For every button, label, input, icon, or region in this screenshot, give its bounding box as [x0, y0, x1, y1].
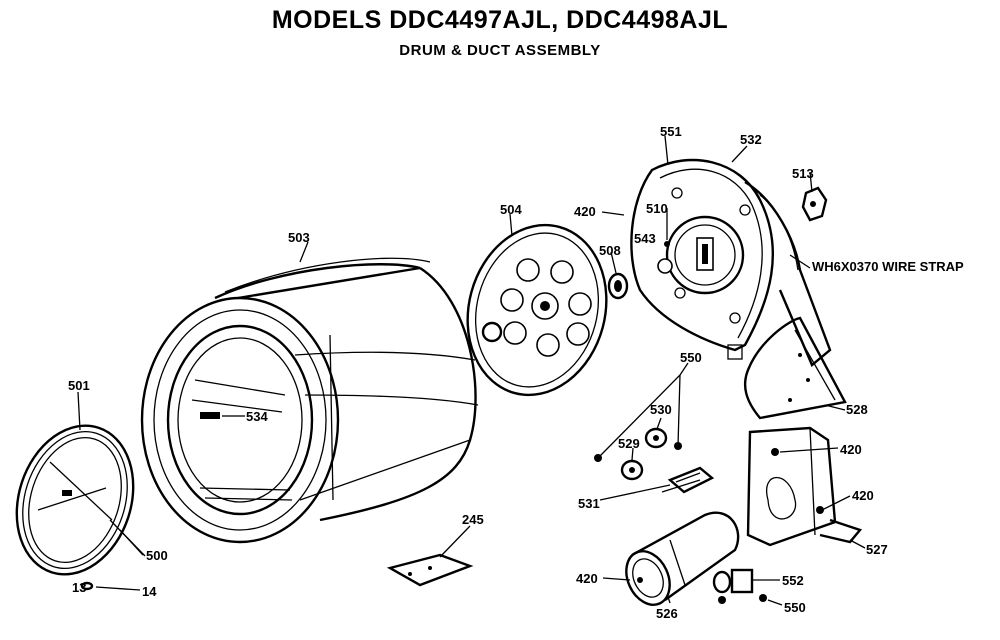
fuse-531-part[interactable] — [661, 466, 715, 494]
callout-550-top: 550 — [680, 350, 702, 365]
callout-420-heater: 420 — [576, 571, 598, 586]
callout-513: 513 — [792, 166, 814, 181]
callout-13: 13 — [72, 580, 86, 595]
callout-420-side: 420 — [852, 488, 874, 503]
callout-501: 501 — [68, 378, 90, 393]
drum-part[interactable] — [140, 257, 479, 544]
sensor-552-part[interactable] — [712, 568, 754, 604]
callout-550-bottom: 550 — [784, 600, 806, 615]
callout-508: 508 — [599, 243, 621, 258]
duct-part[interactable] — [744, 316, 847, 420]
rivet-13-part[interactable] — [80, 581, 94, 591]
callout-530: 530 — [650, 402, 672, 417]
callout-528: 528 — [846, 402, 868, 417]
callout-420-top: 420 — [574, 204, 596, 219]
callout-labels: 551 532 513 420 510 543 508 504 503 WH6X… — [68, 124, 964, 621]
callout-420-box: 420 — [840, 442, 862, 457]
callout-14: 14 — [142, 584, 157, 599]
callout-531: 531 — [578, 496, 600, 511]
callout-551: 551 — [660, 124, 682, 139]
callout-500: 500 — [146, 548, 168, 563]
callout-245: 245 — [462, 512, 484, 527]
front-seal-501-part[interactable] — [0, 410, 152, 589]
callout-wire-strap: WH6X0370 WIRE STRAP — [812, 259, 964, 274]
callout-543: 543 — [634, 231, 656, 246]
diagram-subtitle: DRUM & DUCT ASSEMBLY — [399, 42, 601, 59]
callout-504: 504 — [500, 202, 522, 217]
callout-526: 526 — [656, 606, 678, 621]
diagram-title: MODELS DDC4497AJL, DDC4498AJL — [271, 6, 729, 34]
callout-527: 527 — [866, 542, 888, 557]
callout-534: 534 — [246, 409, 268, 424]
bracket-513-part[interactable] — [801, 186, 828, 222]
bearing-part[interactable] — [607, 272, 629, 300]
thermostat-529-part[interactable] — [620, 459, 644, 481]
blower-housing-part[interactable] — [630, 158, 832, 367]
thermostat-530-part[interactable] — [644, 427, 668, 449]
mounting-box-part[interactable] — [746, 426, 863, 547]
callout-532: 532 — [740, 132, 762, 147]
leader-lines — [77, 135, 866, 606]
heater-part[interactable] — [618, 511, 740, 612]
shield-245-part[interactable] — [386, 553, 474, 587]
screw-550b-part[interactable] — [759, 594, 767, 602]
callout-503: 503 — [288, 230, 310, 245]
callout-529: 529 — [618, 436, 640, 451]
callout-552: 552 — [782, 573, 804, 588]
rear-drum-head-part[interactable] — [449, 209, 625, 410]
callout-510: 510 — [646, 201, 668, 216]
